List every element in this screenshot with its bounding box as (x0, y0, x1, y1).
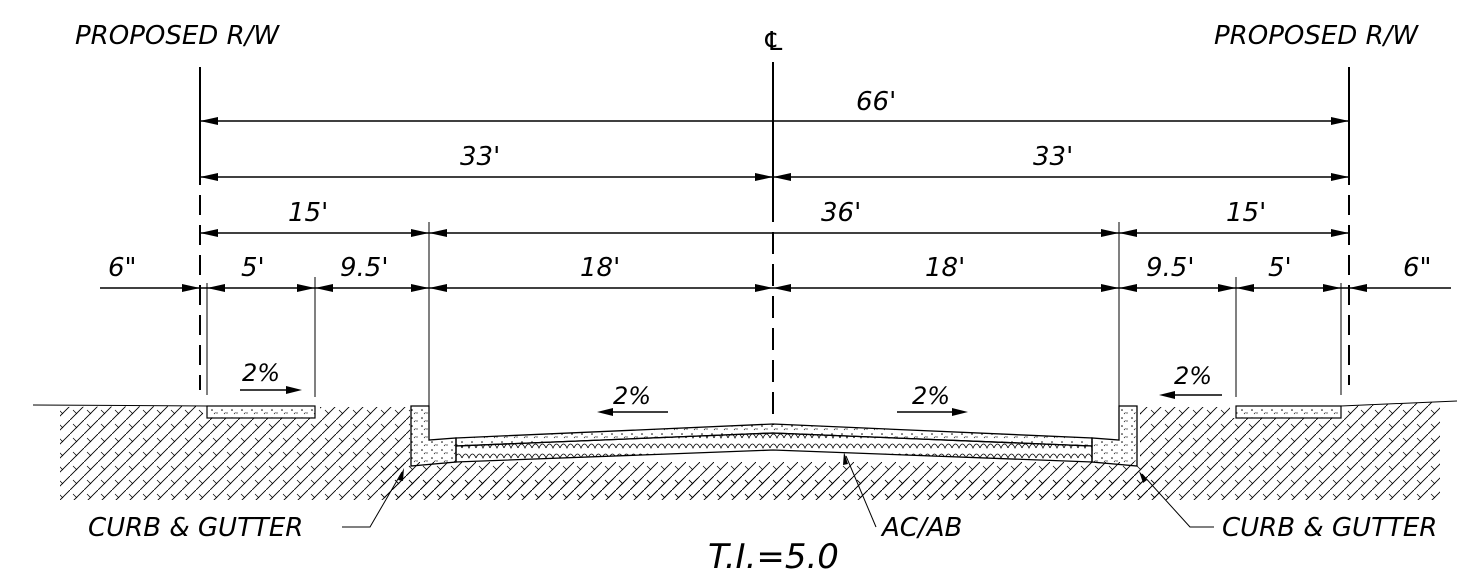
sidewalk-left (206, 405, 316, 419)
dim-arrow (315, 284, 333, 292)
dim-arrow (1119, 284, 1137, 292)
dim-arrow (773, 284, 791, 292)
leader-arrowhead (843, 452, 848, 465)
curb-gutter-right-label: CURB & GUTTER (1222, 513, 1437, 543)
dim-arrow (755, 173, 773, 181)
soil-right (773, 402, 1440, 500)
row-left-label: PROPOSED R/W (75, 21, 280, 51)
dim-arrow (297, 284, 315, 292)
dim-arrow (1349, 284, 1367, 292)
dim-parkway-left-label: 9.5' (340, 253, 389, 283)
leader-curb-right (1141, 473, 1214, 528)
dim-arrow (755, 284, 773, 292)
dim-arrow (1331, 229, 1349, 237)
dim-lane-left-label: 18' (580, 253, 620, 283)
leader-curb-left (342, 471, 403, 528)
ab-base-layer (455, 432, 1093, 463)
curb-gutter-left-label: CURB & GUTTER (88, 513, 303, 543)
leader-arrowhead (398, 468, 404, 481)
dim-arrow (1101, 229, 1119, 237)
dim-half-left-label: 33' (460, 142, 500, 172)
dim-arrow (411, 284, 429, 292)
dim-arrow (1101, 284, 1119, 292)
dim-arrow (411, 229, 429, 237)
leader-arrowhead (1139, 471, 1147, 483)
pavement-label: AC/AB (880, 513, 962, 543)
dim-offset-left-label: 6" (108, 253, 137, 283)
slope-sidewalk-left-label: 2% (242, 359, 280, 387)
curb-gutter-right (1091, 405, 1138, 467)
dim-border-right-label: 15' (1226, 198, 1266, 228)
soil-under-road (380, 462, 1160, 498)
dim-lane-right-label: 18' (925, 253, 965, 283)
ground-line-right (1340, 400, 1458, 407)
dim-sidewalk-left-label: 5' (241, 253, 265, 283)
dim-arrow (429, 229, 447, 237)
dim-arrow (200, 173, 218, 181)
dim-arrow (1236, 284, 1254, 292)
dim-curb-to-curb-label: 36' (821, 198, 861, 228)
slope-arrowhead (286, 386, 302, 394)
ground-line-left (32, 404, 208, 407)
soil-left (60, 406, 773, 500)
traffic-index-label: T.I.=5.0 (708, 537, 839, 577)
dim-parkway-right-label: 9.5' (1146, 253, 1195, 283)
dim-arrow (1119, 229, 1137, 237)
sidewalk-right (1235, 405, 1342, 419)
slope-lane-right-label: 2% (912, 382, 950, 410)
row-right-label: PROPOSED R/W (1214, 21, 1419, 51)
slope-lane-left-label: 2% (613, 382, 651, 410)
dim-sidewalk-right-label: 5' (1268, 253, 1292, 283)
dim-arrow (1323, 284, 1341, 292)
dim-half-right-label: 33' (1033, 142, 1073, 172)
dim-arrow (429, 284, 447, 292)
dim-arrow (773, 173, 791, 181)
dim-arrow (1331, 117, 1349, 125)
dim-border-left-label: 15' (288, 198, 328, 228)
dim-offset-right-label: 6" (1403, 253, 1432, 283)
leader-pavement (845, 455, 877, 528)
slope-arrowhead (1159, 391, 1175, 399)
dim-total-label: 66' (856, 87, 896, 117)
dim-arrow (207, 284, 225, 292)
dim-arrow (200, 117, 218, 125)
slope-arrowhead (597, 408, 613, 416)
dim-arrow (1331, 173, 1349, 181)
slope-sidewalk-right-label: 2% (1174, 362, 1212, 390)
dim-arrow (200, 229, 218, 237)
slope-arrowhead (952, 408, 968, 416)
dim-arrow (182, 284, 200, 292)
dim-arrow (1218, 284, 1236, 292)
centerline-symbol: ℄ (762, 27, 785, 57)
curb-gutter-left (410, 405, 457, 467)
